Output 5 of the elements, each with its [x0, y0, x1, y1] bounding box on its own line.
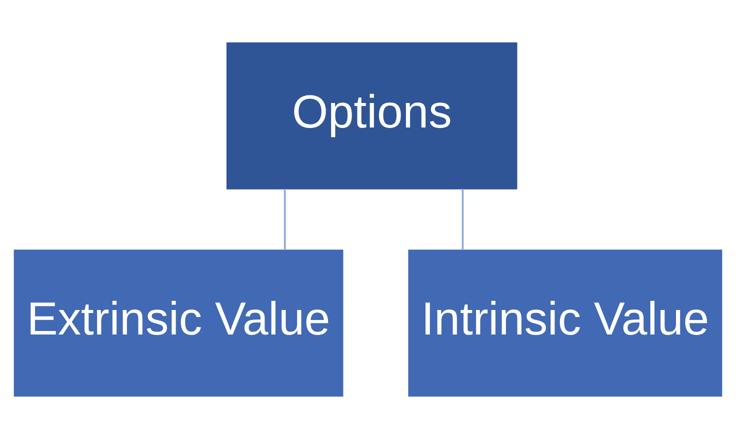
node-box: Options: [226, 42, 518, 189]
connector: [462, 188, 464, 250]
node-box: Extrinsic Value: [14, 249, 344, 396]
node-box: Intrinsic Value: [408, 249, 722, 396]
connector: [284, 188, 286, 250]
